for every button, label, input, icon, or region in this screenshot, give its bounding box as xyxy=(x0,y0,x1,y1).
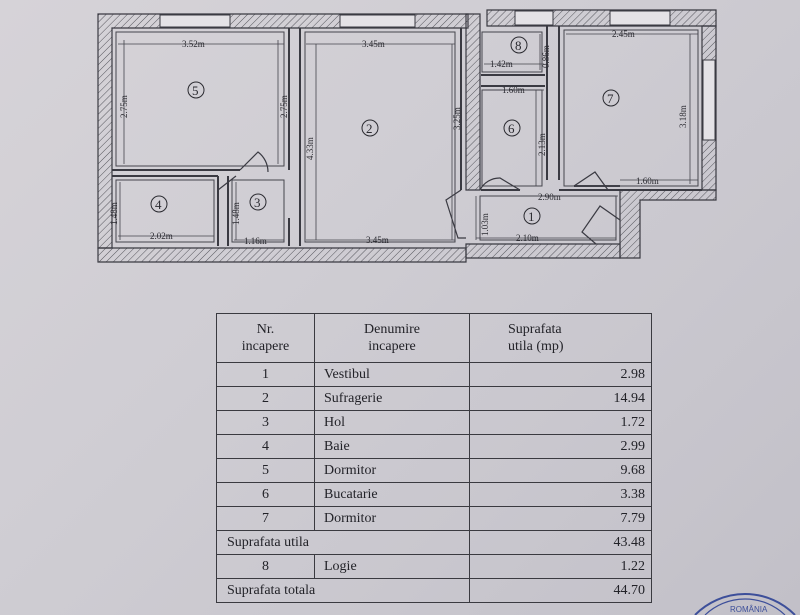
table-row: 4 Baie 2.99 xyxy=(216,434,652,459)
dim-label: 2.13m xyxy=(537,133,547,156)
table-header-row: Nr. incapere Denumire incapere Suprafata… xyxy=(216,313,652,363)
room-area: 2.99 xyxy=(469,434,652,459)
table-row: 3 Hol 1.72 xyxy=(216,410,652,435)
dim-label: 3.45m xyxy=(366,235,389,245)
table-row: 2 Sufragerie 14.94 xyxy=(216,386,652,411)
floor-plan: 3.52m 3.45m 2.75m 2.75m 4.33m 3.25m 1.42… xyxy=(97,9,717,263)
interior-walls xyxy=(112,26,702,246)
dim-label: 1.03m xyxy=(480,213,490,236)
dim-label: 2.75m xyxy=(119,95,129,118)
dim-label: 3.45m xyxy=(362,39,385,49)
room-name: Bucatarie xyxy=(314,482,470,507)
dim-label: 1.48m xyxy=(231,202,241,225)
dimension-labels: 3.52m 3.45m 2.75m 2.75m 4.33m 3.25m 1.42… xyxy=(109,29,688,246)
dim-label: 2.45m xyxy=(612,29,635,39)
room-number: 1 xyxy=(216,362,315,387)
logia-number: 8 xyxy=(216,554,315,579)
svg-text:3: 3 xyxy=(254,195,261,210)
room-name: Baie xyxy=(314,434,470,459)
table-row: 7 Dormitor 7.79 xyxy=(216,506,652,531)
dim-label: 1.60m xyxy=(636,176,659,186)
svg-text:1: 1 xyxy=(528,209,535,224)
room-marker-4: 4 xyxy=(150,195,168,213)
table-row: 1 Vestibul 2.98 xyxy=(216,362,652,387)
dimension-lines xyxy=(118,33,698,241)
room-name: Vestibul xyxy=(314,362,470,387)
room-area: 2.98 xyxy=(469,362,652,387)
room-name: Dormitor xyxy=(314,458,470,483)
room-name: Dormitor xyxy=(314,506,470,531)
room-area: 14.94 xyxy=(469,386,652,411)
dim-label: 2.02m xyxy=(150,231,173,241)
room-name: Sufragerie xyxy=(314,386,470,411)
dim-label: 2.10m xyxy=(516,233,539,243)
room-marker-8: 8 xyxy=(510,36,528,54)
room-area: 1.72 xyxy=(469,410,652,435)
room-marker-5: 5 xyxy=(187,81,205,99)
svg-text:5: 5 xyxy=(192,83,199,98)
dim-label: 1.48m xyxy=(109,202,119,225)
room-marker-7: 7 xyxy=(602,89,620,107)
useful-area-label: Suprafata utila xyxy=(216,530,470,555)
logia-area: 1.22 xyxy=(469,554,652,579)
total-area-value: 44.70 xyxy=(469,578,652,603)
room-markers: 5 2 8 6 7 4 3 1 xyxy=(150,36,620,225)
dim-label: 3.18m xyxy=(678,105,688,128)
room-area: 9.68 xyxy=(469,458,652,483)
logia-row: 8 Logie 1.22 xyxy=(216,554,652,579)
svg-text:6: 6 xyxy=(508,121,515,136)
table-row: 6 Bucatarie 3.38 xyxy=(216,482,652,507)
room-number: 4 xyxy=(216,434,315,459)
svg-text:8: 8 xyxy=(515,38,522,53)
svg-text:7: 7 xyxy=(607,91,614,106)
area-table: Nr. incapere Denumire incapere Suprafata… xyxy=(216,313,652,603)
room-number: 6 xyxy=(216,482,315,507)
dim-label: 3.52m xyxy=(182,39,205,49)
room-marker-2: 2 xyxy=(361,119,379,137)
room-marker-6: 6 xyxy=(503,119,521,137)
room-outlines xyxy=(115,29,699,243)
room-number: 7 xyxy=(216,506,315,531)
total-area-row: Suprafata totala 44.70 xyxy=(216,578,652,603)
table-row: 5 Dormitor 9.68 xyxy=(216,458,652,483)
header-room-name: Denumire incapere xyxy=(314,313,470,363)
dim-label: 2.75m xyxy=(279,95,289,118)
header-useful-area: Suprafata utila (mp) xyxy=(469,313,652,363)
dim-label: 3.25m xyxy=(452,107,462,130)
useful-area-row: Suprafata utila 43.48 xyxy=(216,530,652,555)
room-marker-3: 3 xyxy=(249,193,267,211)
windows xyxy=(159,10,716,141)
room-name: Hol xyxy=(314,410,470,435)
dim-label: 1.60m xyxy=(502,85,525,95)
dim-label: 1.42m xyxy=(490,59,513,69)
dim-label: 0.86m xyxy=(541,45,551,68)
official-stamp: ROMÂNIA xyxy=(694,592,796,615)
useful-area-value: 43.48 xyxy=(469,530,652,555)
svg-text:4: 4 xyxy=(155,197,162,212)
total-area-label: Suprafata totala xyxy=(216,578,470,603)
dim-label: 2.90m xyxy=(538,192,561,202)
dim-label: 4.33m xyxy=(305,137,315,160)
stamp-text: ROMÂNIA xyxy=(730,605,768,614)
room-area: 7.79 xyxy=(469,506,652,531)
dim-label: 1.16m xyxy=(244,236,267,246)
room-marker-1: 1 xyxy=(523,207,541,225)
logia-name: Logie xyxy=(314,554,470,579)
svg-text:2: 2 xyxy=(366,121,373,136)
header-room-number: Nr. incapere xyxy=(216,313,315,363)
room-area: 3.38 xyxy=(469,482,652,507)
room-number: 3 xyxy=(216,410,315,435)
room-number: 2 xyxy=(216,386,315,411)
room-number: 5 xyxy=(216,458,315,483)
